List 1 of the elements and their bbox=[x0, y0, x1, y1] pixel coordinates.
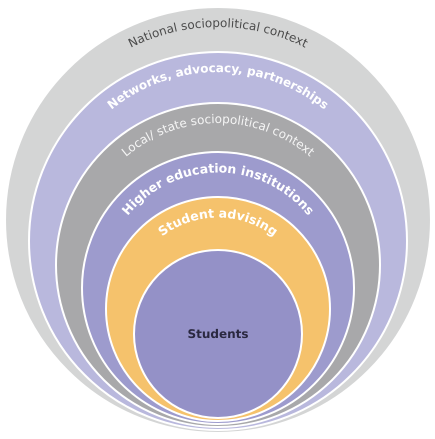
center-label: Students bbox=[186, 327, 250, 341]
